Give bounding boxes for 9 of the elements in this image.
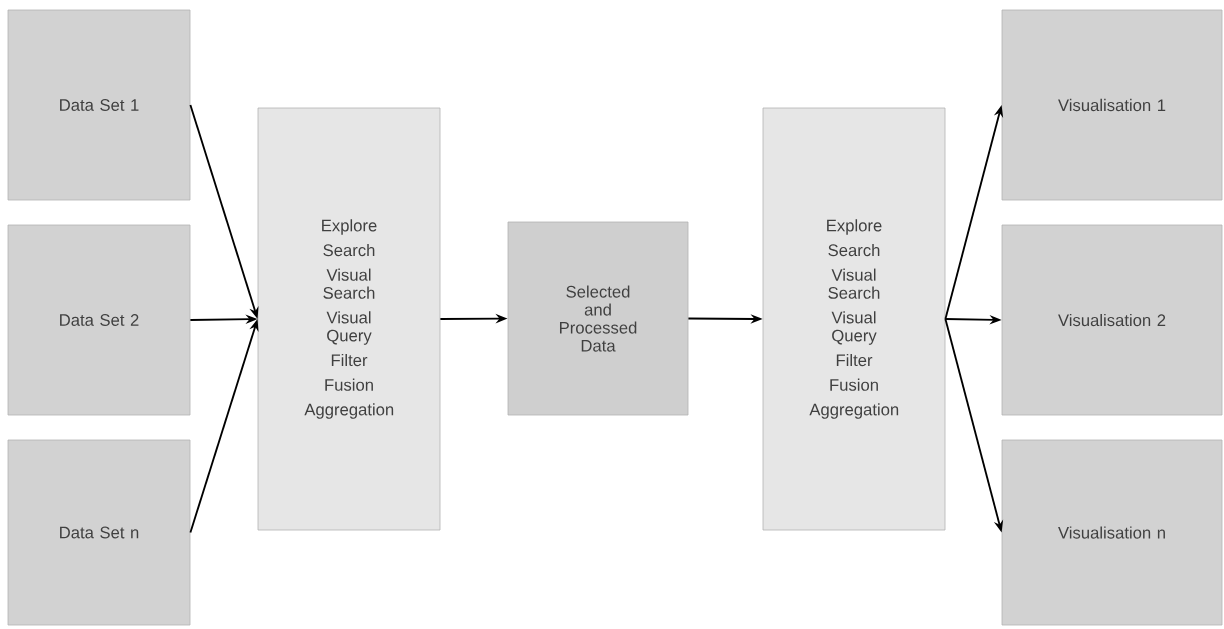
data-box: Data Set n (7, 439, 191, 626)
process-box: Explore Search Visual Search Visual Query Filter Fusion Aggregation (257, 107, 441, 531)
process-box: Explore Search Visual Search Visual Query Filter Fusion Aggregation (762, 107, 946, 531)
process-box: Selected and Processed Data (507, 221, 689, 416)
data-box: Data Set 2 (7, 224, 191, 416)
data-box: Visualisation n (1001, 439, 1223, 626)
data-box: Visualisation 1 (1001, 9, 1223, 201)
data-box: Visualisation 2 (1001, 224, 1223, 416)
data-box: Data Set 1 (7, 9, 191, 201)
